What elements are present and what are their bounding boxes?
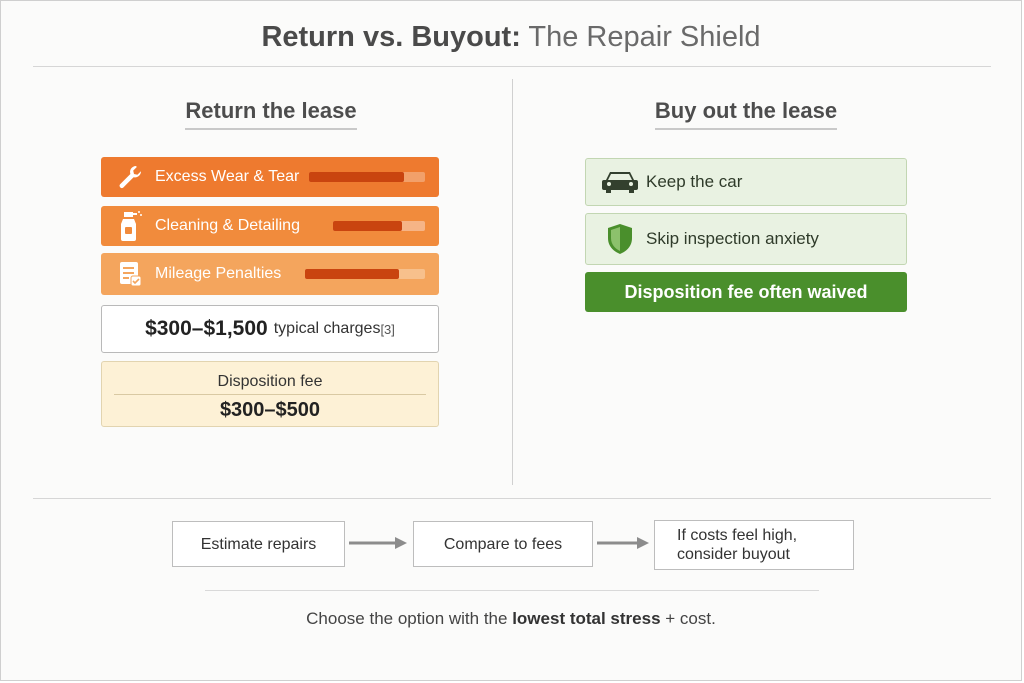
column-divider xyxy=(512,79,513,485)
shield-icon xyxy=(594,222,646,256)
footer-text: Choose the option with the lowest total … xyxy=(306,609,716,628)
spray-bottle-icon xyxy=(111,206,149,246)
skip-inspection-item: Skip inspection anxiety xyxy=(585,213,907,265)
step-consider-line-1: If costs feel high, xyxy=(677,527,798,544)
typical-charges-box: $300–$1,500 typical charges [3] xyxy=(101,305,439,353)
car-icon xyxy=(594,169,646,195)
step-compare-fees: Compare to fees xyxy=(413,521,593,567)
skip-inspection-label: Skip inspection anxiety xyxy=(646,229,819,248)
return-heading: Return the lease xyxy=(101,98,441,130)
buyout-heading: Buy out the lease xyxy=(585,98,907,130)
title-strong: Return vs. Buyout: xyxy=(261,21,521,53)
disposition-amount: $300–$500 xyxy=(219,399,321,421)
excess-wear-bar: Excess Wear & Tear xyxy=(101,157,439,197)
step-consider-buyout: If costs feel high, consider buyout xyxy=(654,520,854,570)
cleaning-bar: Cleaning & Detailing xyxy=(101,206,439,246)
step-consider-line-2: consider buyout xyxy=(677,546,790,563)
disposition-divider xyxy=(114,394,426,395)
charges-citation: [3] xyxy=(380,321,395,337)
fee-waived-banner: Disposition fee often waived xyxy=(585,272,907,312)
cleaning-label: Cleaning & Detailing xyxy=(155,217,300,234)
arrow-2-icon xyxy=(597,537,649,549)
keep-car-item: Keep the car xyxy=(585,158,907,206)
title-light: The Repair Shield xyxy=(528,21,761,53)
excess-wear-label: Excess Wear & Tear xyxy=(155,168,300,185)
cleaning-meter xyxy=(333,221,425,231)
checklist-icon xyxy=(111,253,149,295)
mileage-meter xyxy=(305,269,425,279)
keep-car-label: Keep the car xyxy=(646,172,743,191)
footer-bold: lowest total stress xyxy=(512,609,661,628)
step-estimate-repairs: Estimate repairs xyxy=(172,521,345,567)
mileage-bar: Mileage Penalties xyxy=(101,253,439,295)
title-divider xyxy=(33,66,991,67)
fee-waived-label: Disposition fee often waived xyxy=(624,281,868,302)
footer-divider xyxy=(205,590,819,591)
disposition-fee-box: Disposition fee $300–$500 xyxy=(101,361,439,427)
mileage-label: Mileage Penalties xyxy=(155,265,282,282)
arrow-1-icon xyxy=(349,537,407,549)
charges-amount: $300–$1,500 xyxy=(145,317,268,340)
wrench-icon xyxy=(111,157,149,197)
section-divider xyxy=(33,498,991,499)
disposition-label: Disposition fee xyxy=(217,373,323,390)
charges-text: typical charges xyxy=(273,320,381,337)
page-title: Return vs. Buyout: The Repair Shield xyxy=(1,21,1021,54)
excess-wear-meter xyxy=(309,172,425,182)
